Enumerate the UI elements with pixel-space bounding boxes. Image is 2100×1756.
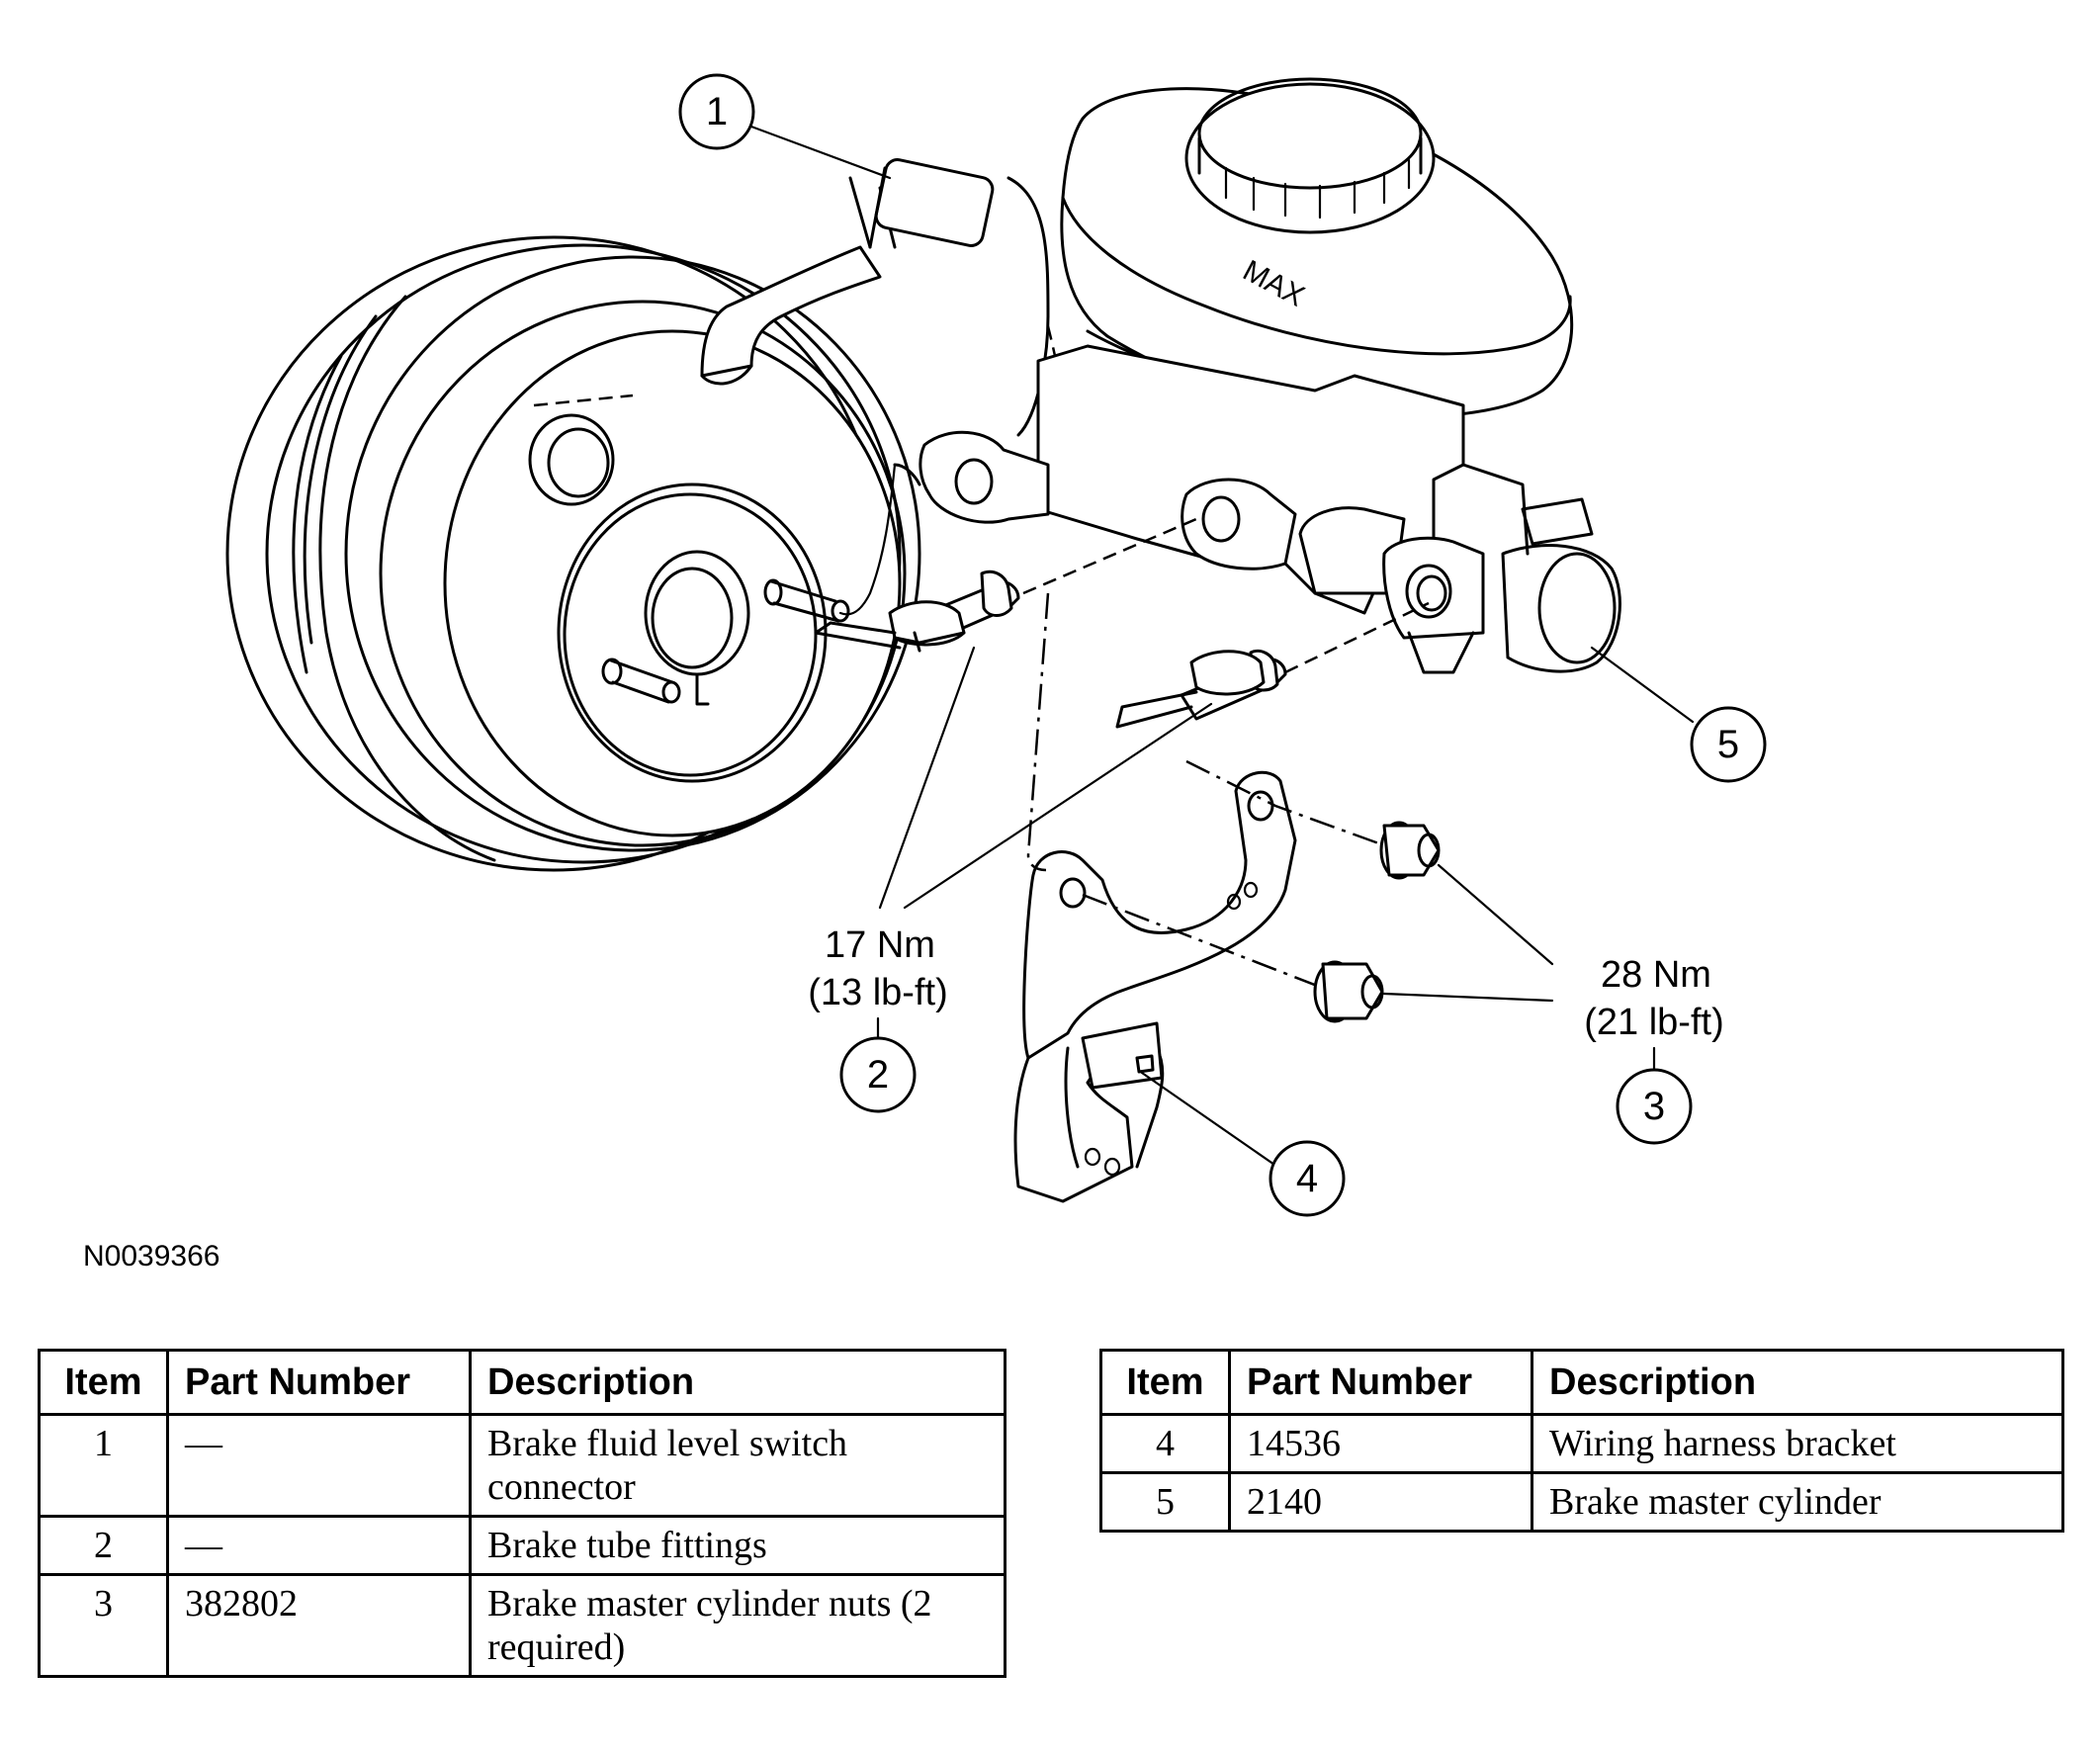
header-description: Description [469,1349,1006,1416]
master-cylinder-diagram: MAX [225,73,1767,1217]
callout-1: 1 [678,73,755,150]
callout-1-label: 1 [706,90,728,133]
torque-2-lbft: (13 lb-ft) [808,972,947,1013]
cell-description: Brake fluid level switch connector [469,1413,1006,1518]
table-row: 2 — Brake tube fittings [38,1515,1006,1576]
table-row: 1 — Brake fluid level switch connector [38,1413,1006,1518]
table-header-row: Item Part Number Description [1099,1349,2064,1416]
cell-description: Brake tube fittings [469,1515,1006,1576]
wiring-harness-bracket [1013,592,1297,1203]
callout-4: 4 [1269,1140,1346,1217]
cell-description: Brake master cylinder [1531,1471,2064,1533]
torque-3-nm: 28 Nm [1601,954,1711,996]
cell-description: Wiring harness bracket [1531,1413,2064,1474]
cell-item: 2 [38,1515,169,1576]
table-row: 4 14536 Wiring harness bracket [1099,1413,2064,1474]
torque-3-lbft: (21 lb-ft) [1584,1002,1723,1043]
header-part-number: Part Number [1228,1349,1533,1416]
callout-5-label: 5 [1717,723,1739,766]
cell-description: Brake master cylinder nuts (2 required) [469,1573,1006,1678]
parts-table-left: Item Part Number Description 1 — Brake f… [38,1349,1006,1678]
brake-booster [225,235,921,872]
cell-part-number: — [166,1515,472,1576]
table-header-row: Item Part Number Description [38,1349,1006,1416]
master-cylinder-nuts [1082,759,1554,1023]
table-row: 5 2140 Brake master cylinder [1099,1471,2064,1533]
cell-item: 1 [38,1413,169,1518]
table-row: 3 382802 Brake master cylinder nuts (2 r… [38,1573,1006,1678]
header-part-number: Part Number [166,1349,472,1416]
callout-2-label: 2 [867,1053,889,1097]
cell-part-number: 382802 [166,1573,472,1678]
cell-item: 5 [1099,1471,1231,1533]
header-description: Description [1531,1349,2064,1416]
cell-part-number: 14536 [1228,1413,1533,1474]
cell-part-number: 2140 [1228,1471,1533,1533]
callout-1-leader [749,125,892,180]
header-item: Item [1099,1349,1231,1416]
header-item: Item [38,1349,169,1416]
cell-item: 3 [38,1573,169,1678]
brake-tube-fittings [814,517,1430,910]
callout-5-leader [1590,646,1695,724]
parts-table-right: Item Part Number Description 4 14536 Wir… [1099,1349,2064,1533]
cell-item: 4 [1099,1413,1231,1474]
cell-part-number: — [166,1413,472,1518]
callout-2: 17 Nm (13 lb-ft) 2 [808,924,948,1113]
callout-5: 5 [1690,706,1767,783]
figure-reference-code: N0039366 [83,1240,220,1273]
callout-4-label: 4 [1296,1157,1318,1200]
callout-3-label: 3 [1643,1085,1665,1128]
torque-2-nm: 17 Nm [825,924,935,966]
brake-master-cylinder: MAX [919,77,1621,674]
callout-3: 28 Nm (21 lb-ft) 3 [1584,954,1724,1145]
